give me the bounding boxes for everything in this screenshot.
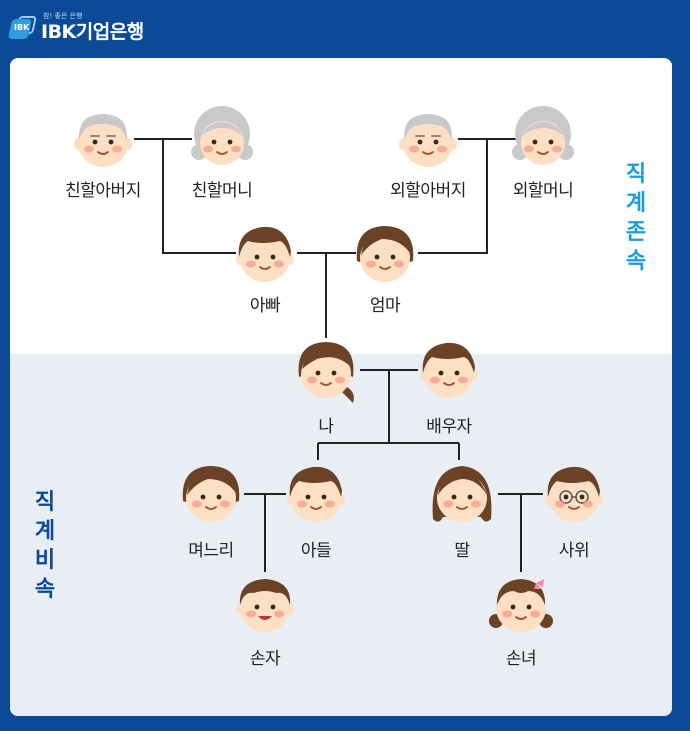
person-label: 며느리: [188, 541, 234, 561]
woman-longhair-face-icon: [432, 466, 492, 522]
descendant-section: [10, 354, 672, 716]
person-label: 아빠: [249, 296, 281, 316]
grandfather-face-icon: [74, 114, 132, 167]
person-label: 엄마: [369, 296, 401, 316]
connector-mat-to-mother: [418, 139, 488, 254]
man-glasses-face-icon: [545, 466, 603, 522]
logo-mark-text: IBK: [14, 22, 30, 32]
woman-face-icon: [356, 226, 414, 282]
logo-name: IBK기업은행: [41, 21, 144, 43]
person-label: 배우자: [426, 417, 472, 437]
person-label: 나: [318, 417, 334, 437]
person-label: 아들: [300, 541, 332, 561]
person-label: 외할머니: [512, 181, 574, 201]
man-face-icon: [420, 342, 478, 398]
ascendant-label: 직 계 존 속: [625, 162, 647, 274]
ibk-logo-icon: IBK: [7, 15, 37, 40]
woman-face-icon: [182, 466, 240, 522]
man-face-icon: [236, 226, 294, 282]
connector-pat-to-father: [162, 139, 236, 254]
woman-ponytail-face-icon: [298, 342, 354, 403]
person-label: 손자: [249, 649, 281, 669]
grandmother-face-icon: [512, 106, 574, 165]
ibk-logo[interactable]: IBK 참! 좋은 은행 IBK기업은행: [7, 12, 144, 43]
person-label: 친할머니: [191, 181, 253, 201]
person-label: 친할아버지: [65, 181, 141, 201]
grandfather-face-icon: [399, 114, 457, 167]
logo-tagline: 참! 좋은 은행: [43, 12, 83, 20]
descendant-label: 직 계 비 속: [34, 490, 56, 602]
boy-face-icon: [236, 579, 294, 632]
person-label: 외할아버지: [390, 181, 466, 201]
girl-face-icon: [489, 579, 553, 632]
person-label: 사위: [558, 541, 590, 561]
header: IBK 참! 좋은 은행 IBK기업은행: [0, 0, 690, 58]
man-face-icon: [287, 466, 345, 522]
person-label: 손녀: [505, 649, 537, 669]
grandmother-face-icon: [191, 106, 253, 165]
person-label: 딸: [454, 541, 470, 561]
